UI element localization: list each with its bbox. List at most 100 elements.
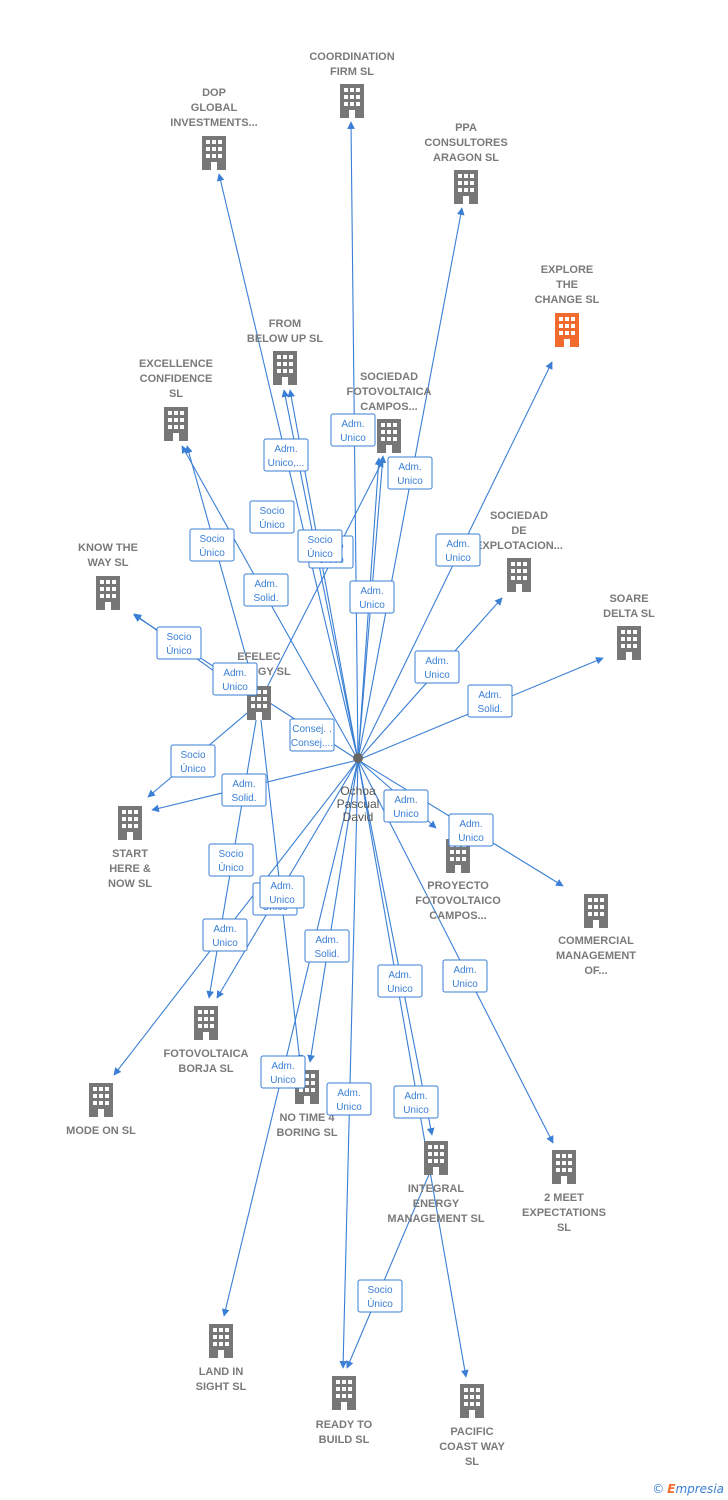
edge-role-text: Adm. <box>478 690 501 701</box>
edge-role-label-box <box>349 580 395 614</box>
company-label: CAMPOS... <box>360 401 417 413</box>
edge-role-label[interactable]: Adm.Unico <box>435 533 481 567</box>
company-label: START <box>112 848 148 860</box>
edge-role-text: Solid. <box>477 704 502 715</box>
company-node-sociedad_expl[interactable]: SOCIEDADDEEXPLOTACION... <box>475 510 563 592</box>
edge-role-text: Único <box>307 547 333 560</box>
brand-name: mpresia <box>675 1482 724 1496</box>
edge-role-label[interactable]: Adm.Unico <box>259 875 305 909</box>
edge-role-text: Único <box>367 1297 393 1310</box>
edge-role-label[interactable]: Adm.Unico <box>202 918 248 952</box>
company-label: CAMPOS... <box>429 910 486 922</box>
edge-C-to-notime <box>307 759 359 1063</box>
brand-footer[interactable]: ©Empresia <box>652 1482 724 1496</box>
company-label: BELOW UP SL <box>247 333 323 345</box>
company-label: FOTOVOLTAICA <box>164 1048 249 1060</box>
edge-role-label[interactable]: Consej. .Consej.... <box>289 718 335 752</box>
edge-role-text: Unico <box>222 682 248 693</box>
building-icon <box>460 1384 484 1418</box>
edge-role-label[interactable]: Adm.Solid. <box>243 573 289 607</box>
edge-C-to-landinsight <box>221 759 359 1317</box>
edge-role-text: Adm. <box>459 819 482 830</box>
edge-role-label-box <box>202 918 248 952</box>
edge-C-to-integral <box>357 759 435 1136</box>
edge-role-text: Adm. <box>360 586 383 597</box>
company-label: EXPECTATIONS <box>522 1207 606 1219</box>
center-person-label: Pascual <box>337 797 380 811</box>
company-label: EXPLOTACION... <box>475 540 563 552</box>
company-node-sociedad_foto[interactable]: SOCIEDADFOTOVOLTAICACAMPOS... <box>347 371 432 453</box>
company-label: ENERGY <box>413 1198 460 1210</box>
edge-role-label[interactable]: Adm.Unico <box>383 789 429 823</box>
company-label: SL <box>169 388 183 400</box>
edge-role-label[interactable]: Adm. Solid. <box>467 684 513 718</box>
edge-role-label[interactable]: Adm.Solid. <box>221 773 267 807</box>
building-icon <box>96 576 120 610</box>
edge-role-label[interactable]: Adm.Unico <box>393 1085 439 1119</box>
edge-role-label[interactable]: Adm.Unico <box>349 580 395 614</box>
company-label: SL <box>465 1456 479 1468</box>
building-icon <box>273 351 297 385</box>
company-node-modeon[interactable]: MODE ON SL <box>66 1083 136 1137</box>
edge-role-text: Adm. <box>213 924 236 935</box>
edge-role-label-box <box>383 789 429 823</box>
edge-role-text: Socio <box>218 849 243 860</box>
company-label: MANAGEMENT <box>556 950 636 962</box>
edge-role-label[interactable]: Adm.Unico <box>377 964 423 998</box>
edge-role-label[interactable]: Adm. Unico <box>212 662 258 696</box>
edge-role-label[interactable]: Adm.Unico <box>330 413 376 447</box>
edge-role-label[interactable]: Adm.Unico <box>260 1055 306 1089</box>
edge-role-label-box <box>414 650 460 684</box>
edge-role-label[interactable]: Adm.Unico <box>442 959 488 993</box>
company-label: FIRM SL <box>330 66 374 78</box>
edge-role-label-box <box>377 964 423 998</box>
company-label: FOTOVOLTAICA <box>347 386 432 398</box>
building-icon <box>454 170 478 204</box>
company-node-dop[interactable]: DOPGLOBALINVESTMENTS... <box>170 87 258 170</box>
building-icon <box>209 1324 233 1358</box>
edge-integral-to-readytobuild <box>346 1157 437 1369</box>
company-node-commercial[interactable]: COMMERCIALMANAGEMENTOF... <box>556 894 636 977</box>
company-node-proyecto[interactable]: PROYECTOFOTOVOLTAICOCAMPOS... <box>415 839 501 922</box>
edge-role-label[interactable]: Adm. Unico <box>448 813 494 847</box>
edge-role-label[interactable]: Adm.Unico <box>326 1082 372 1116</box>
company-label: THE <box>556 279 578 291</box>
edge-role-text: Unico <box>403 1105 429 1116</box>
center-person-label: David <box>343 810 374 824</box>
edge-role-label[interactable]: Adm.Solid. <box>304 929 350 963</box>
edge-role-label[interactable]: Adm.Unico <box>414 650 460 684</box>
edge-role-text: Adm. <box>223 668 246 679</box>
edge-role-text: Único <box>180 762 206 775</box>
edge-role-label[interactable]: Adm.Unico <box>387 456 433 490</box>
company-label: INTEGRAL <box>408 1183 465 1195</box>
company-label: DE <box>511 525 526 537</box>
edge-role-label[interactable]: Adm.Unico,... <box>263 438 309 472</box>
edge-role-text: Único <box>218 861 244 874</box>
edge-role-text: Unico <box>458 833 484 844</box>
company-label: DOP <box>202 87 226 99</box>
edge-C-to-readytobuild <box>339 759 359 1369</box>
